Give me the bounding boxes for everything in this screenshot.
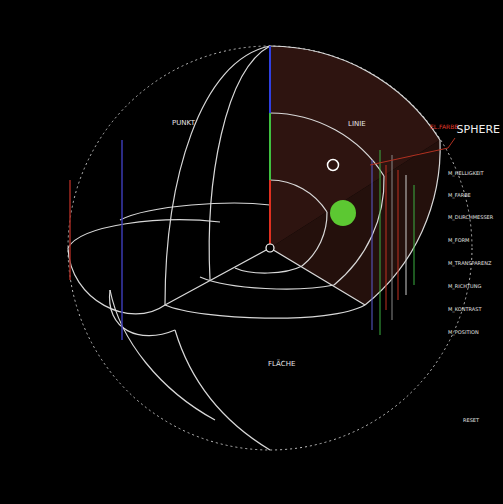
menu-item: M_POSITION (448, 330, 479, 335)
menu-item: M_FARBE (448, 193, 471, 198)
shape-label: SPHERE (457, 124, 500, 135)
menu-item: M_KONTRAST (448, 307, 481, 312)
menu-item: M_HELLIGKEIT (448, 171, 484, 176)
menu-item: M_FORM (448, 238, 469, 243)
selected-label: EL.FARBE (430, 124, 458, 130)
menu-item: M_TRANSPARENZ (448, 261, 491, 266)
axis-label: LINIE (348, 121, 366, 128)
axis-label: PUNKT (172, 120, 195, 127)
menu-item: M_DURCHMESSER (448, 215, 493, 220)
menu-item: M_RICHTUNG (448, 284, 481, 289)
sphere-outline (68, 46, 472, 450)
reset-button: RESET (463, 418, 479, 423)
octant-fill (270, 140, 440, 305)
axis-label: FLÄCHE (268, 361, 295, 368)
